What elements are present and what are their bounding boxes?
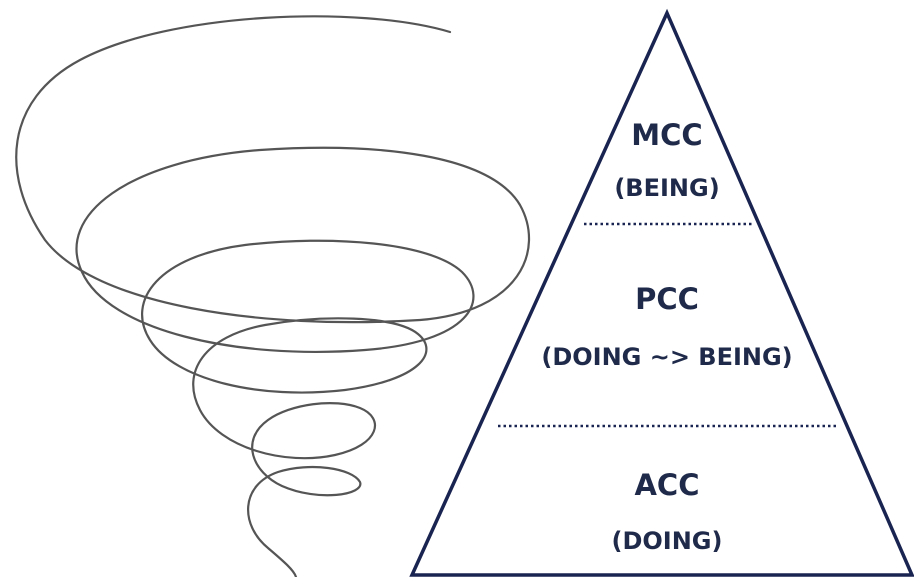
- tier-mcc-subtitle: (BEING): [614, 174, 719, 202]
- spiral-line: [15, 15, 530, 577]
- tier-acc-subtitle: (DOING): [612, 527, 723, 555]
- tier-mcc-title: MCC: [631, 118, 702, 152]
- tier-pcc-title: PCC: [635, 282, 699, 316]
- tier-pcc-subtitle: (DOING ~> BEING): [541, 343, 792, 371]
- pyramid-outline: [409, 8, 914, 577]
- spiral-icon: [15, 15, 530, 577]
- pyramid: MCC (BEING) PCC (DOING ~> BEING) ACC (DO…: [409, 8, 914, 577]
- tier-acc-title: ACC: [634, 468, 699, 502]
